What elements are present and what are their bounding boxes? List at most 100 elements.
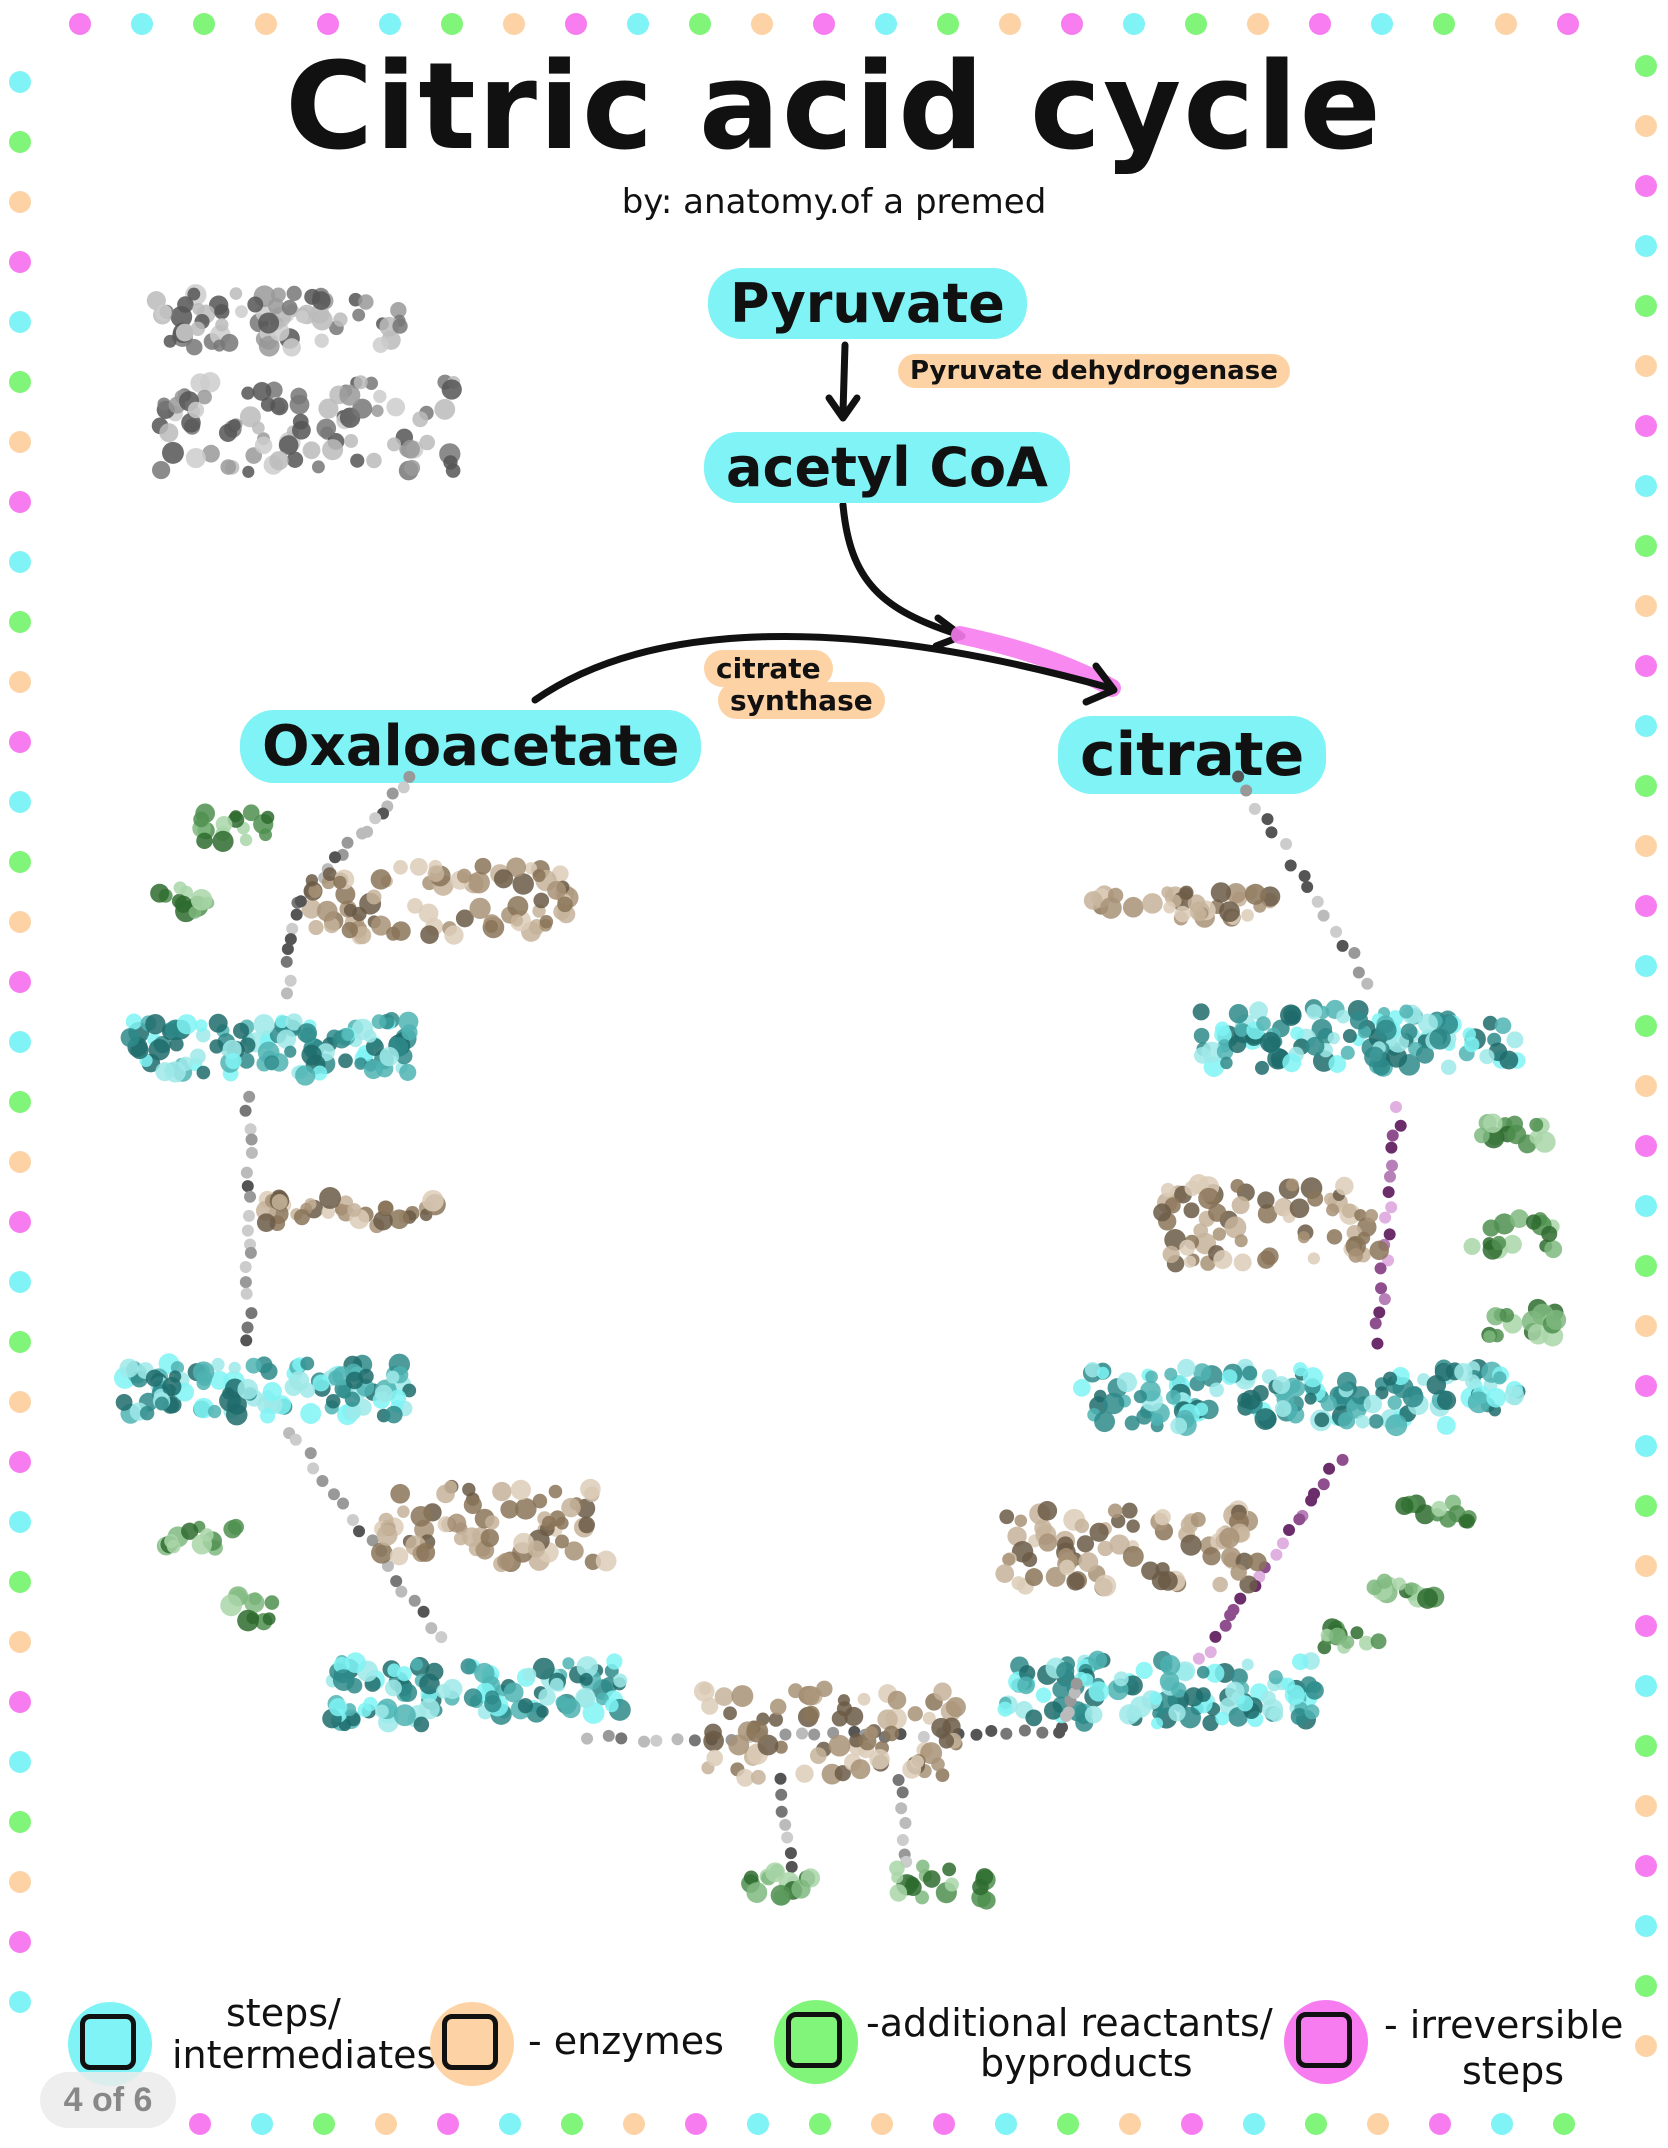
border-dot — [1553, 2113, 1575, 2135]
border-dot — [561, 2113, 583, 2135]
border-dot — [1061, 13, 1083, 35]
border-dot — [9, 251, 31, 273]
legend-label-intermediates-1: steps/ — [226, 1991, 341, 2035]
border-dot — [995, 2113, 1017, 2135]
obscured-region — [1366, 1573, 1445, 1609]
border-dot — [1635, 1555, 1657, 1577]
enzyme-citrate-synthase-line2: synthase — [718, 682, 885, 719]
border-dot — [1635, 175, 1657, 197]
border-dot — [1243, 2113, 1265, 2135]
border-dot — [871, 2113, 893, 2135]
border-dot — [9, 1451, 31, 1473]
border-dot — [1635, 1855, 1657, 1877]
border-dot — [9, 731, 31, 753]
border-dot — [1247, 13, 1269, 35]
border-dot — [565, 13, 587, 35]
border-dot — [9, 1091, 31, 1113]
border-dot — [9, 1511, 31, 1533]
obscured-path — [774, 1772, 799, 1889]
border-dot — [313, 2113, 335, 2135]
border-dot — [9, 911, 31, 933]
enzyme-pyruvate-dehydrogenase: Pyruvate dehydrogenase — [898, 354, 1290, 388]
border-dot — [441, 13, 463, 35]
border-dot — [1185, 13, 1207, 35]
border-dot — [9, 1391, 31, 1413]
obscured-region — [995, 1500, 1267, 1597]
border-dot — [9, 1031, 31, 1053]
obscured-region — [1463, 1209, 1563, 1260]
border-dot — [1635, 295, 1657, 317]
border-dot — [9, 1211, 31, 1233]
border-dot — [1557, 13, 1579, 35]
border-dot — [1635, 355, 1657, 377]
border-dot — [999, 13, 1021, 35]
border-dot — [1635, 895, 1657, 917]
border-dot — [1635, 1255, 1657, 1277]
border-dot — [317, 13, 339, 35]
obscured-region — [156, 1518, 245, 1556]
border-dot — [747, 2113, 769, 2135]
border-dot — [623, 2113, 645, 2135]
border-dot — [1181, 2113, 1203, 2135]
node-oxaloacetate: Oxaloacetate — [240, 710, 702, 783]
legend-swatch-reactants — [786, 2012, 842, 2068]
legend-label-irreversible-1: - irreversible — [1384, 2003, 1624, 2047]
border-dot — [813, 13, 835, 35]
enzyme-citrate-synthase-line1: citrate — [704, 650, 833, 687]
border-dot — [69, 13, 91, 35]
border-dot — [1635, 655, 1657, 677]
border-dot — [1635, 595, 1657, 617]
border-dot — [131, 13, 153, 35]
border-dot — [1635, 1075, 1657, 1097]
border-dot — [1635, 115, 1657, 137]
border-dot — [9, 491, 31, 513]
border-dot — [1635, 1015, 1657, 1037]
node-pyruvate: Pyruvate — [708, 268, 1027, 339]
border-dot — [9, 1751, 31, 1773]
border-dot — [9, 551, 31, 573]
obscured-region — [741, 1862, 821, 1906]
obscured-region — [150, 881, 215, 923]
border-dot — [1635, 535, 1657, 557]
legend-label-irreversible-2: steps — [1462, 2049, 1564, 2093]
irreversible-highlight — [951, 626, 1121, 697]
border-dot — [1635, 1495, 1657, 1517]
border-dot — [1635, 1375, 1657, 1397]
border-dot — [9, 1571, 31, 1593]
border-dot — [1635, 775, 1657, 797]
border-dot — [437, 2113, 459, 2135]
border-dot — [503, 13, 525, 35]
border-dot — [9, 1811, 31, 1833]
border-dot — [1057, 2113, 1079, 2135]
node-citrate: citrate — [1058, 716, 1327, 794]
obscured-region — [997, 1650, 1324, 1732]
arrowhead-to-citrate — [1082, 662, 1118, 706]
arrow-pyruvate-to-acetyl-coa — [839, 341, 849, 416]
obscured-region — [256, 1187, 446, 1234]
obscured-region — [192, 803, 275, 852]
border-dot — [9, 851, 31, 873]
border-dot — [9, 1691, 31, 1713]
legend-label-intermediates-2: intermediates — [172, 2033, 437, 2077]
border-dot — [9, 611, 31, 633]
border-dot — [1635, 955, 1657, 977]
border-dot — [1635, 415, 1657, 437]
border-dot — [1635, 1615, 1657, 1637]
obscured-region — [371, 1478, 617, 1573]
border-dot — [1305, 2113, 1327, 2135]
obscured-region — [114, 1353, 417, 1426]
obscured-path — [1369, 1101, 1407, 1350]
obscured-region — [1317, 1618, 1387, 1655]
border-dot — [1123, 13, 1145, 35]
border-dot — [189, 2113, 211, 2135]
obscured-path — [239, 1090, 258, 1347]
border-dot — [9, 1271, 31, 1293]
border-dot — [1635, 2035, 1657, 2057]
border-dot — [1433, 13, 1455, 35]
page-indicator[interactable]: 4 of 6 — [40, 2072, 176, 2128]
border-dot — [1635, 1915, 1657, 1937]
obscured-region — [120, 1011, 419, 1086]
border-dot — [685, 2113, 707, 2135]
